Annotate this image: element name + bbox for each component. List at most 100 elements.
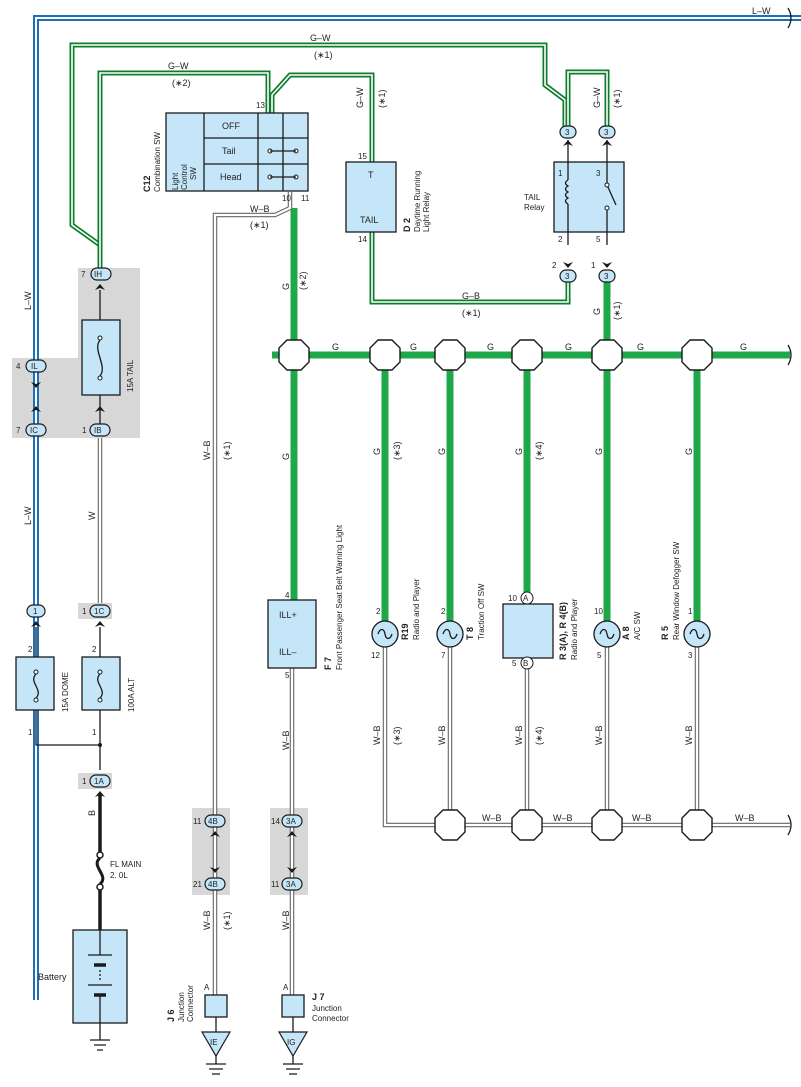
splice bbox=[511, 339, 543, 371]
d2-name-1: Daytime Running bbox=[413, 171, 422, 232]
wire-label-g-6: G bbox=[740, 342, 747, 352]
wire-label-g-w-2: G–W bbox=[168, 61, 189, 71]
wire-break-mark bbox=[787, 344, 792, 366]
wire-g-w-4 bbox=[565, 69, 610, 127]
r4-connector-b: B bbox=[523, 659, 528, 668]
wire-label-g-c12: G bbox=[281, 283, 291, 290]
connector-3: 3 bbox=[604, 128, 609, 137]
wire-break-mark bbox=[787, 7, 792, 29]
wire-label-g-r5: G bbox=[684, 448, 694, 455]
connector-ih: IH bbox=[94, 270, 102, 279]
f7-name: Front Passenger Seat Belt Warning Light bbox=[335, 524, 344, 670]
c12-code: C12 bbox=[142, 175, 152, 192]
wire-g-bus bbox=[272, 208, 790, 622]
note-label: (∗3) bbox=[392, 441, 402, 460]
connector-ih-pin: 7 bbox=[81, 270, 86, 279]
splice bbox=[681, 809, 713, 841]
note-label: (∗1) bbox=[612, 301, 622, 320]
j7-name-2: Connector bbox=[312, 1014, 349, 1023]
wire-label-g-r3: G bbox=[514, 448, 524, 455]
connector-4b-bottom: 4B bbox=[208, 880, 218, 889]
splice bbox=[681, 339, 713, 371]
fuse-alt-pin-2: 2 bbox=[92, 645, 97, 654]
wire-label-g-w-v2: G–W bbox=[592, 87, 602, 108]
f7-pin-4: 4 bbox=[285, 591, 290, 600]
battery-label: Battery bbox=[38, 972, 67, 982]
splice bbox=[278, 339, 310, 371]
j7-pin-a: A bbox=[283, 983, 289, 992]
wire-break-mark bbox=[787, 814, 792, 836]
r19-name: Radio and Player bbox=[412, 578, 421, 640]
connector-4b-bottom-pin: 21 bbox=[193, 880, 202, 889]
connector-1: 1 bbox=[33, 607, 38, 616]
wire-label-g-5: G bbox=[637, 342, 644, 352]
wire-label-g-w-v: G–W bbox=[355, 87, 365, 108]
daytime-running-light-relay-d2: T TAIL 15 14 bbox=[345, 152, 397, 244]
note-label: (∗2) bbox=[298, 271, 308, 290]
connector-3a-bottom-pin: 11 bbox=[271, 880, 280, 889]
fuse-15a-tail bbox=[81, 319, 121, 396]
r5-pin-1: 1 bbox=[688, 607, 693, 616]
splice bbox=[591, 339, 623, 371]
connectors-1-1c: 1 1C 1 bbox=[26, 603, 112, 627]
fuse-alt-pin-1: 1 bbox=[92, 728, 97, 737]
wire-g-w-3 bbox=[269, 72, 375, 162]
j7-name-1: Junction bbox=[312, 1004, 342, 1013]
connector-4b-top-pin: 11 bbox=[193, 817, 202, 826]
t8-pin-2: 2 bbox=[441, 607, 446, 616]
d2-pin-14: 14 bbox=[358, 235, 367, 244]
wire-label-w-b-left: W–B bbox=[202, 440, 212, 460]
wire-label-w-b-a8: W–B bbox=[594, 725, 604, 745]
wire-label-l-w-left2: L–W bbox=[23, 506, 33, 525]
note-label: (∗1) bbox=[314, 50, 333, 60]
a8-pin-5: 5 bbox=[597, 651, 602, 660]
radio-and-player-r19: 2 12 bbox=[371, 607, 399, 660]
r5-name: Rear Window Defogger SW bbox=[672, 541, 681, 640]
wire-label-g-a8: G bbox=[594, 448, 604, 455]
wire-label-b: B bbox=[87, 810, 97, 816]
wire-label-w-b-bus-4: W–B bbox=[735, 813, 755, 823]
r3-connector-a: A bbox=[523, 594, 529, 603]
connector-ic: IC bbox=[30, 426, 38, 435]
wire-label-g-1: G bbox=[332, 342, 339, 352]
r3-pin-10: 10 bbox=[508, 594, 517, 603]
fl-main-label-1: FL MAIN bbox=[110, 860, 141, 869]
f7-pin-5: 5 bbox=[285, 671, 290, 680]
j6-name-1: Junction bbox=[177, 992, 186, 1022]
c12-pin-13: 13 bbox=[256, 101, 265, 110]
r19-pin-2: 2 bbox=[376, 607, 381, 616]
c12-pin-11: 11 bbox=[301, 194, 310, 203]
connector-3: 3 bbox=[565, 128, 570, 137]
connector-il: IL bbox=[31, 362, 38, 371]
wire-g-w-1 bbox=[69, 42, 568, 270]
relay-connectors: 3 3 3 3 2 1 bbox=[552, 125, 616, 283]
wire-label-g-2: G bbox=[410, 342, 417, 352]
fuse-15a-dome: 2 1 bbox=[15, 645, 55, 737]
splice bbox=[369, 339, 401, 371]
wire-label-g-w-top: G–W bbox=[310, 33, 331, 43]
fuse-100a-alt: 2 1 bbox=[81, 645, 121, 737]
connector-3a-top: 3A bbox=[286, 817, 296, 826]
tail-relay: 1 3 2 5 bbox=[553, 140, 625, 245]
wire-label-w-b-r5: W–B bbox=[684, 725, 694, 745]
r19-pin-12: 12 bbox=[371, 651, 380, 660]
wire-label-w-b-f7: W–B bbox=[281, 730, 291, 750]
wire-g-b bbox=[369, 232, 571, 305]
ground-ig: IG bbox=[287, 1038, 295, 1047]
f7-terminal-ill-minus: ILL– bbox=[279, 647, 297, 657]
wire-label-w-b-top: W–B bbox=[250, 204, 270, 214]
note-label: (∗2) bbox=[172, 78, 191, 88]
note-label: (∗3) bbox=[392, 726, 402, 745]
wire-label-w-b-j6: W–B bbox=[202, 910, 212, 930]
connector-ib-pin: 1 bbox=[82, 426, 87, 435]
connector-3: 3 bbox=[565, 272, 570, 281]
d2-name-2: Light Relay bbox=[422, 192, 431, 232]
note-label: (∗1) bbox=[462, 308, 481, 318]
fusible-link-fl-main bbox=[95, 851, 105, 891]
wire-g-w-2 bbox=[97, 70, 271, 270]
c12-pin-10: 10 bbox=[282, 194, 291, 203]
note-label: (∗1) bbox=[222, 441, 232, 460]
r3-r4-code: R 3(A), R 4(B) bbox=[558, 602, 568, 660]
fuse-100a-alt-label: 100A ALT bbox=[127, 678, 136, 712]
note-label: (∗1) bbox=[222, 911, 232, 930]
